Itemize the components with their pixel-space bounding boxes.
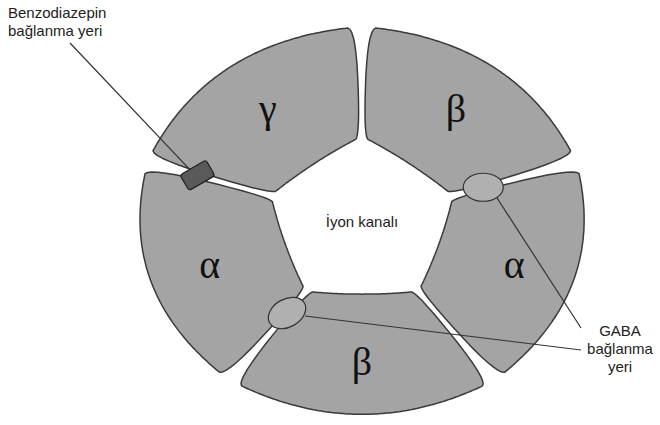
subunit-shape [153, 28, 359, 192]
receptor-subunit: γ [153, 28, 359, 192]
subunit-outline [365, 28, 571, 192]
subunit-letter: α [504, 245, 525, 285]
subunit-letter: β [446, 89, 466, 129]
subunit-shape [365, 28, 571, 192]
subunit-outline [241, 292, 483, 414]
channel-label: İyon kanalı [322, 213, 402, 231]
subunit-letter: β [352, 342, 372, 382]
receptor-subunit: β [365, 28, 571, 192]
leader-line [70, 43, 191, 171]
subunit-letter: γ [259, 89, 277, 129]
gaba-label: GABA bağlanma yeri [584, 322, 656, 376]
subunit-outline [153, 28, 359, 192]
gaba-site [463, 173, 503, 201]
benzodiazepine-label: Benzodiazepin bağlanma yeri [8, 4, 138, 40]
subunit-letter: α [199, 245, 220, 285]
